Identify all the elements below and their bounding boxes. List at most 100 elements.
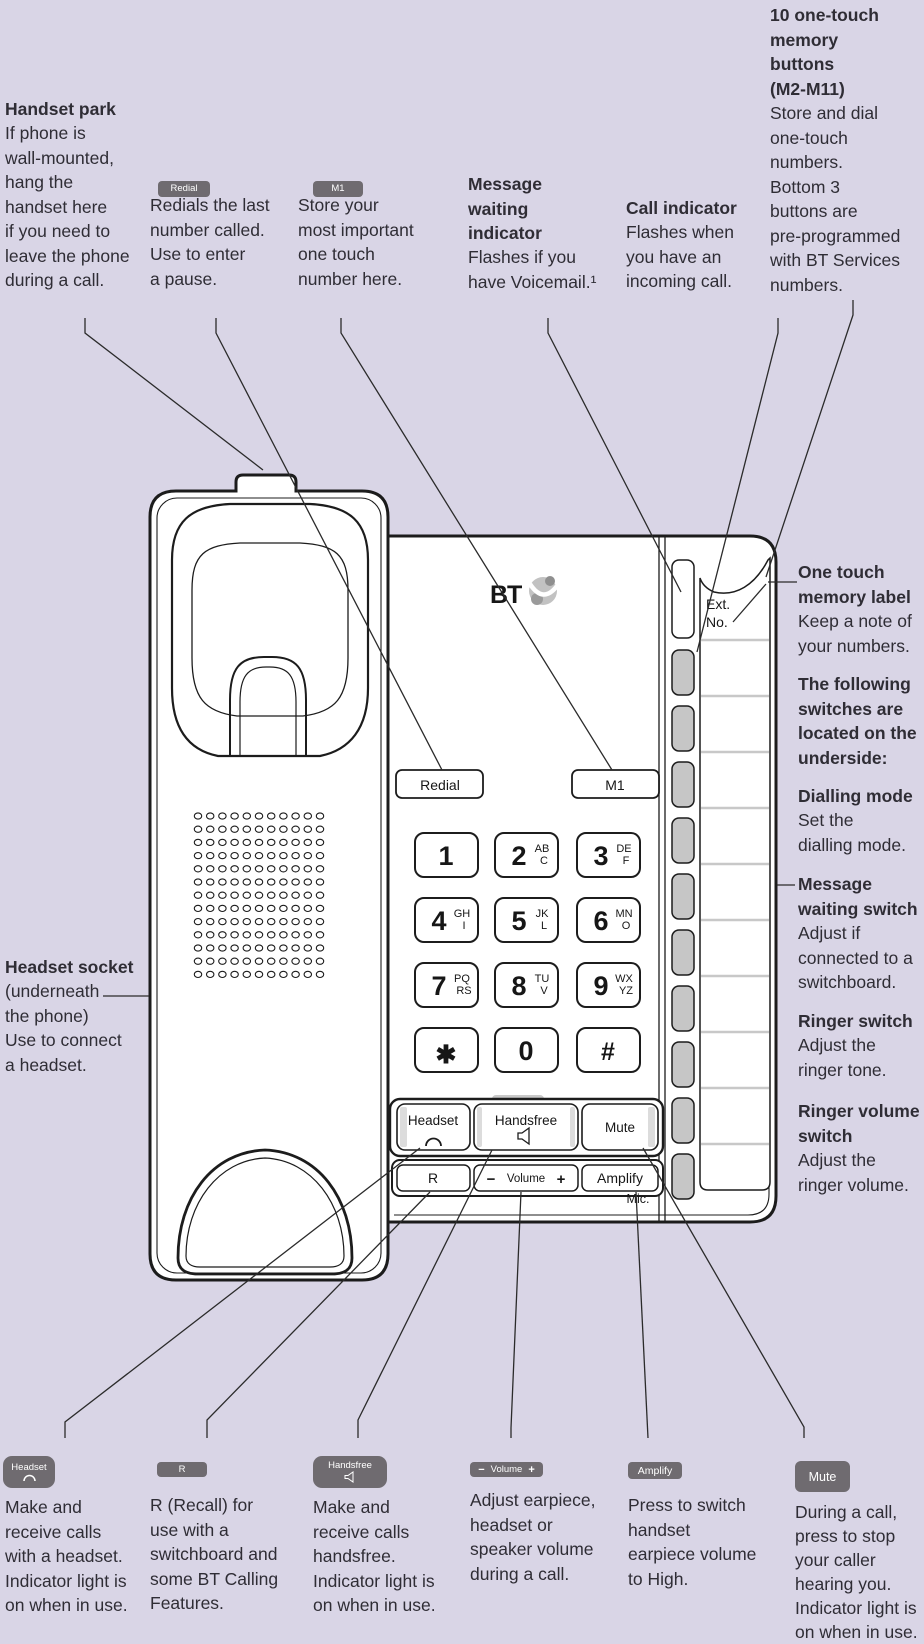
callout-dialling-mode-body: Set the dialling mode. xyxy=(798,810,906,855)
headset-button-label: Headset xyxy=(408,1113,459,1128)
speaker-icon xyxy=(517,1126,530,1146)
keypad: 1 2 AB C 3 DE F 4 GH I 5 JK L 6 xyxy=(414,832,641,1073)
recall-button-label: R xyxy=(428,1170,438,1186)
svg-text:O: O xyxy=(622,920,631,932)
memory-button-4 xyxy=(671,817,695,864)
svg-text:1: 1 xyxy=(438,841,453,871)
bt-globe-icon xyxy=(528,576,559,605)
memory-button-1 xyxy=(671,649,695,696)
mouthpiece xyxy=(176,1148,354,1276)
keypad-key-6: 6 MN O xyxy=(576,897,641,943)
callout-handset-park-body: If phone is wall-mounted, hang the hands… xyxy=(5,123,130,290)
callout-ringer-switch-title: Ringer switch xyxy=(798,1011,913,1031)
callout-message-waiting-title: Message waiting indicator xyxy=(468,174,542,243)
mic-label: Mic. xyxy=(627,1192,650,1206)
svg-text:4: 4 xyxy=(431,906,446,936)
handset-earpiece xyxy=(191,542,349,717)
callout-headset-socket-title: Headset socket xyxy=(5,957,134,977)
headset-button xyxy=(396,1103,471,1151)
volume-badge-minus: − xyxy=(478,1463,485,1476)
keypad-key-1: 1 xyxy=(414,832,479,878)
svg-text:8: 8 xyxy=(511,971,526,1001)
callout-underside-switches-title: The following switches are located on th… xyxy=(798,674,917,768)
amplify-key-badge: Amplify xyxy=(628,1462,682,1479)
callout-message-waiting-switch-body: Adjust if connected to a switchboard. xyxy=(798,923,913,992)
keypad-key-hash: # xyxy=(576,1027,641,1073)
handsfree-button xyxy=(473,1103,579,1151)
keypad-key-3: 3 DE F xyxy=(576,832,641,878)
keypad-key-8: 8 TU V xyxy=(494,962,559,1008)
bt-logo: BT xyxy=(490,576,559,609)
memory-button-column xyxy=(671,559,695,1200)
svg-text:RS: RS xyxy=(456,985,471,997)
ext-label-line1: Ext. xyxy=(706,596,730,612)
memory-button-2 xyxy=(671,705,695,752)
recall-key-badge: R xyxy=(157,1462,207,1477)
svg-text:2: 2 xyxy=(511,841,526,871)
svg-text:WX: WX xyxy=(615,973,633,985)
mute-button-label: Mute xyxy=(605,1120,635,1135)
memory-label-lines xyxy=(701,638,769,1146)
callout-call-indicator-body: Flashes when you have an incoming call. xyxy=(626,222,734,291)
callout-one-touch-label-body: Keep a note of your numbers. xyxy=(798,611,912,656)
volume-button-label: Volume xyxy=(507,1173,545,1185)
redial-key-badge: Redial xyxy=(158,181,210,197)
callout-headset-key-body: Make and receive calls with a headset. I… xyxy=(5,1497,128,1615)
memory-button-7 xyxy=(671,985,695,1032)
handset xyxy=(170,502,370,758)
leader-one-touch-label xyxy=(732,583,767,623)
speaker-holes xyxy=(193,812,325,979)
handset-hook xyxy=(229,656,307,757)
callout-amplify-key-body: Press to switch handset earpiece volume … xyxy=(628,1495,757,1589)
svg-text:PQ: PQ xyxy=(454,973,470,985)
memory-button-9 xyxy=(671,1097,695,1144)
memory-button-5 xyxy=(671,873,695,920)
callout-headset-socket-body: (underneath the phone) Use to connect a … xyxy=(5,981,122,1075)
keypad-key-star: ✱ xyxy=(414,1027,479,1073)
callout-one-touch-buttons-body: Store and dial one-touch numbers. Bottom… xyxy=(770,103,901,295)
callout-redial-body: Redials the last number called. Use to e… xyxy=(150,195,270,289)
svg-text:5: 5 xyxy=(511,906,526,936)
ext-label-line2: No. xyxy=(706,614,728,630)
m1-button: M1 xyxy=(571,769,660,799)
headset-icon xyxy=(425,1137,442,1147)
svg-text:GH: GH xyxy=(454,908,471,920)
volume-plus: + xyxy=(557,1171,566,1188)
leader-mute-key xyxy=(642,1147,805,1438)
callout-message-waiting-switch-title: Message waiting switch xyxy=(798,874,918,919)
keypad-key-2: 2 AB C xyxy=(494,832,559,878)
function-row: Headset Handsfree Mute xyxy=(388,1095,665,1158)
handset-park-tab xyxy=(148,473,390,1282)
memory-button-3 xyxy=(671,761,695,808)
volume-key-badge: − Volume + xyxy=(470,1462,543,1477)
callout-one-touch-buttons-title: 10 one-touch memory buttons (M2-M11) xyxy=(770,5,879,99)
leader-call-indicator xyxy=(696,318,779,653)
keypad-key-0: 0 xyxy=(494,1027,559,1073)
callout-one-touch-label-title: One touch memory label xyxy=(798,562,911,607)
keypad-key-4: 4 GH I xyxy=(414,897,479,943)
svg-text:L: L xyxy=(541,920,547,932)
phone-body-left xyxy=(148,473,390,1282)
lower-row: R − Volume + Amplify Mic. xyxy=(391,1159,664,1206)
leader-one-touch-buttons xyxy=(765,300,854,578)
svg-text:#: # xyxy=(601,1038,615,1066)
volume-button xyxy=(473,1164,579,1192)
leader-handset-park xyxy=(84,318,264,471)
callout-volume-key-body: Adjust earpiece, headset or speaker volu… xyxy=(470,1490,596,1584)
memory-button-6 xyxy=(671,929,695,976)
leader-recall-key xyxy=(206,1191,431,1438)
handsfree-badge-icon xyxy=(344,1471,354,1483)
callout-call-indicator-title: Call indicator xyxy=(626,198,737,218)
callout-mute-key-body: During a call, press to stop your caller… xyxy=(795,1502,918,1642)
svg-text:7: 7 xyxy=(431,971,446,1001)
leader-redial xyxy=(215,318,443,771)
volume-badge-plus: + xyxy=(528,1463,535,1476)
leader-message-waiting xyxy=(547,318,682,593)
leader-lines xyxy=(64,300,854,1439)
keypad-key-5: 5 JK L xyxy=(494,897,559,943)
amplify-button xyxy=(581,1164,659,1192)
handsfree-button-label: Handsfree xyxy=(495,1113,557,1128)
svg-text:C: C xyxy=(540,855,548,867)
svg-text:9: 9 xyxy=(593,971,608,1001)
